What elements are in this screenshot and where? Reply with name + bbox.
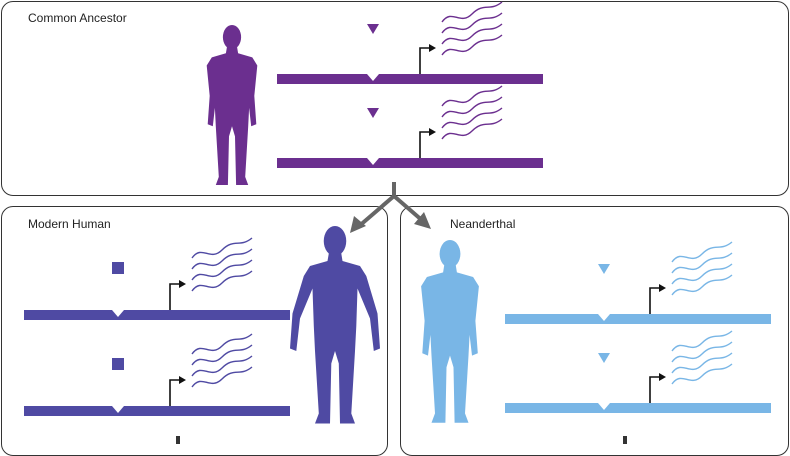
promoter-arrowhead (659, 284, 666, 292)
gene-construct (277, 85, 543, 168)
rna-squiggle-icon (441, 23, 503, 45)
rna-squiggle-icon (671, 352, 733, 374)
cropped-bottom-marks (176, 436, 627, 444)
promoter-arrowhead (659, 373, 666, 381)
arrow-to-human (356, 194, 396, 229)
body (290, 253, 380, 424)
rna-squiggle-icon (191, 344, 253, 366)
arrow-head-human (350, 216, 366, 233)
rna-squiggle-icon (671, 274, 733, 296)
head (439, 240, 461, 268)
rna-squiggle-icon (441, 85, 503, 107)
body (421, 265, 479, 423)
cropped-mark-right (623, 436, 627, 444)
triangle-marker-icon (598, 264, 610, 274)
cropped-mark-left (176, 436, 180, 444)
ancestor-silhouette-icon (206, 25, 258, 185)
rna-squiggle-icon (671, 330, 733, 352)
promoter-arrowhead (179, 280, 186, 288)
rna-squiggle-icon (191, 248, 253, 270)
gene-construct (24, 237, 290, 320)
rna-squiggle-icon (441, 107, 503, 129)
human-silhouette-icon (290, 226, 380, 424)
gene-construct (24, 333, 290, 416)
triangle-marker-icon (367, 24, 379, 34)
neanderthal-title: Neanderthal (450, 217, 516, 231)
promoter-arrow-icon (419, 131, 430, 158)
gene-construct (505, 330, 771, 413)
neanderthal-silhouette-icon (421, 240, 479, 423)
triangle-marker-icon (598, 353, 610, 363)
rna-squiggle-icon (191, 355, 253, 377)
triangle-marker-icon (367, 108, 379, 118)
rna-squiggle-icon (671, 241, 733, 263)
regulatory-notch (367, 158, 379, 165)
rna-squiggle-icon (191, 333, 253, 355)
common-ancestor-title: Common Ancestor (28, 11, 127, 25)
promoter-arrowhead (429, 128, 436, 136)
promoter-arrow-icon (649, 287, 660, 314)
dna-strand (505, 403, 771, 413)
rna-squiggle-icon (671, 363, 733, 385)
promoter-arrowhead (179, 376, 186, 384)
dna-strand (277, 74, 543, 84)
dna-strand (277, 158, 543, 168)
rna-squiggle-icon (191, 270, 253, 292)
rna-squiggle-icon (191, 366, 253, 388)
promoter-arrow-icon (169, 283, 180, 310)
rna-squiggle-icon (441, 12, 503, 34)
rna-squiggle-icon (441, 34, 503, 56)
gene-constructs (24, 1, 771, 416)
rna-squiggle-icon (671, 252, 733, 274)
modern-human-title: Modern Human (28, 217, 111, 231)
rna-squiggle-icon (671, 341, 733, 363)
rna-squiggle-icon (441, 96, 503, 118)
gene-construct (277, 1, 543, 84)
promoter-arrow-icon (169, 379, 180, 406)
square-marker-icon (112, 262, 124, 274)
regulatory-notch (112, 406, 124, 413)
dna-strand (24, 406, 290, 416)
branch-arrows (350, 182, 431, 233)
rna-squiggle-icon (191, 237, 253, 259)
diagram-canvas (24, 1, 771, 444)
arrow-to-neanderthal (392, 194, 426, 224)
rna-squiggle-icon (191, 259, 253, 281)
regulatory-notch (112, 310, 124, 317)
rna-squiggle-icon (441, 1, 503, 23)
regulatory-notch (598, 403, 610, 410)
body (206, 47, 258, 185)
square-marker-icon (112, 358, 124, 370)
promoter-arrow-icon (649, 376, 660, 403)
dna-strand (505, 314, 771, 324)
regulatory-notch (367, 74, 379, 81)
rna-squiggle-icon (441, 118, 503, 140)
head (222, 25, 242, 50)
gene-construct (505, 241, 771, 324)
arrow-head-neanderthal (414, 212, 431, 229)
promoter-arrow-icon (419, 47, 430, 74)
head (323, 226, 347, 256)
rna-squiggle-icon (671, 263, 733, 285)
promoter-arrowhead (429, 44, 436, 52)
dna-strand (24, 310, 290, 320)
regulatory-notch (598, 314, 610, 321)
